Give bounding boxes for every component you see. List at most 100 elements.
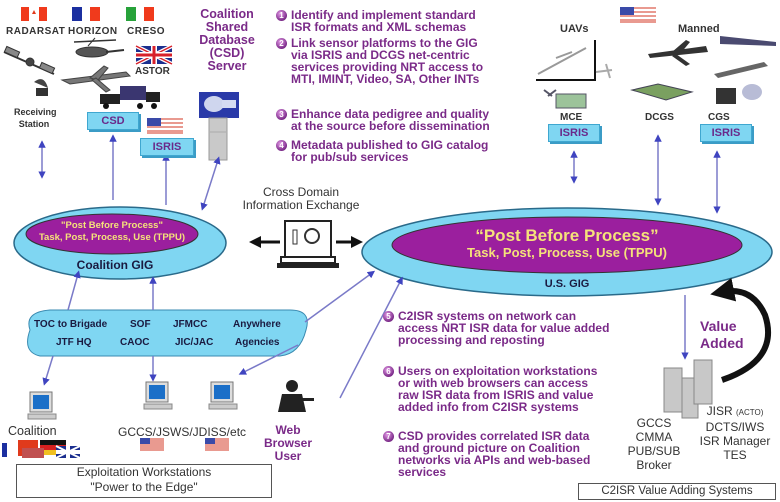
uav-icon	[536, 40, 613, 81]
exploitation-workstations-box: Exploitation Workstations "Power to the …	[16, 464, 272, 498]
c2isr-systems-left: GCCS CMMA PUB/SUB Broker	[624, 416, 684, 472]
csd-title-line: Database	[199, 33, 255, 47]
france-flag-icon	[72, 7, 100, 21]
receiving-dish-icon	[34, 79, 48, 96]
user-node: Agencies	[235, 337, 280, 348]
step-6: 6 Users on exploitation workstations or …	[383, 365, 597, 413]
us-flag-icon	[205, 438, 229, 451]
user-node: JFMCC	[173, 319, 208, 330]
step-4: 4 Metadata published to GIG catalog for …	[276, 139, 488, 163]
system-name: TES	[723, 448, 747, 462]
coalition-workstation-icon	[27, 391, 57, 420]
step-5: 5 C2ISR systems on network can access NR…	[383, 310, 609, 346]
csd-server-title: Coalition Shared Database (CSD) Server	[192, 8, 262, 73]
us-gig-tagline: “Post Before Process” Task, Post, Proces…	[400, 226, 734, 261]
box-subtitle: "Power to the Edge"	[90, 480, 198, 494]
step-text-line: CSD provides correlated ISR data	[398, 429, 590, 443]
post-before-process-text: “Post Before Process”	[475, 226, 659, 245]
user-node: CAOC	[120, 337, 150, 348]
step-text-line: ISR formats and XML schemas	[291, 20, 467, 34]
dcgs-label: DCGS	[645, 112, 674, 123]
csd-server-icon	[199, 92, 239, 161]
user-node: Anywhere	[233, 319, 281, 330]
gccs-workstation-label: GCCS/JSWS/JDISS/etc	[118, 425, 247, 439]
step-text-line: MTI, IMINT, Video, SA, Other INTs	[291, 72, 480, 86]
user-node: TOC to Brigade	[34, 319, 108, 330]
step-3: 3 Enhance data pedigree and quality at t…	[276, 108, 490, 132]
user-node: SOF	[130, 319, 151, 330]
manned-aircraft-icon	[648, 36, 776, 78]
manned-label: Manned	[678, 23, 720, 35]
coalition-gig-ellipse	[13, 206, 227, 280]
csd-box: CSD	[87, 112, 139, 130]
user-node: JTF HQ	[56, 337, 92, 348]
step-text-line: or with web browsers can access	[398, 376, 589, 390]
step-2: 2 Link sensor platforms to the GIG via I…	[276, 37, 483, 85]
step-text-line: added info from C2ISR systems	[398, 400, 579, 414]
step-text-line: C2ISR systems on network can	[398, 309, 577, 323]
italy-flag-icon	[126, 7, 154, 21]
step-text-line: access NRT ISR data for value added	[398, 321, 610, 335]
c2isr-value-adding-box: C2ISR Value Adding Systems	[578, 483, 776, 500]
step-number-badge: 2	[276, 38, 287, 49]
web-browser-user-label: Web Browser User	[262, 424, 314, 463]
step-text-line: Users on exploitation workstations	[398, 364, 598, 378]
step-text-line: and ground picture on Coalition	[398, 441, 580, 455]
us-flag-icon	[147, 118, 183, 134]
system-name: DCTS/IWS	[705, 420, 765, 434]
isris-box-mce: ISRIS	[548, 124, 600, 142]
cross-domain-line: Information Exchange	[242, 198, 360, 212]
cross-domain-line: Cross Domain	[262, 185, 340, 199]
aircraft-icon	[60, 65, 132, 93]
receiving-label-line: Receiving	[14, 107, 57, 117]
coalition-workstation-label: Coalition	[8, 424, 57, 438]
canada-flag-icon	[21, 7, 47, 21]
uk-flag-icon	[135, 44, 173, 66]
step-7: 7 CSD provides correlated ISR data and g…	[383, 430, 590, 478]
step-text-line: services providing NRT access to	[291, 60, 484, 74]
step-text-line: via ISRIS and DCGS net-centric	[291, 48, 470, 62]
cgs-station-icon	[716, 84, 762, 104]
step-number-badge: 3	[276, 109, 287, 120]
web-user-line: Web	[275, 423, 301, 437]
us-gig-ellipse	[361, 207, 773, 297]
csd-title-line: (CSD)	[209, 46, 245, 60]
system-name: Broker	[636, 458, 672, 472]
csd-title-line: Server	[207, 59, 247, 73]
step-number-badge: 4	[276, 140, 287, 151]
us-flag-icon	[140, 438, 164, 451]
tppu-text: Task, Post, Process, Use (TPPU)	[38, 232, 186, 243]
system-name: CMMA	[635, 430, 673, 444]
isris-box-cgs: ISRIS	[700, 124, 752, 142]
step-text-line: Enhance data pedigree and quality	[291, 107, 490, 121]
cross-domain-guard-icon	[249, 220, 363, 268]
csd-title-line: Coalition	[200, 7, 254, 21]
coalition-flags-icon	[2, 440, 81, 459]
step-number-badge: 5	[383, 311, 394, 322]
station-label-line: Station	[18, 119, 50, 129]
web-user-line: User	[274, 449, 302, 463]
web-user-line: Browser	[263, 436, 313, 450]
step-text-line: for pub/sub services	[291, 150, 409, 164]
horizon-label: HORIZON	[68, 26, 118, 37]
added-line: Added	[700, 335, 744, 351]
value-line: Value	[700, 318, 737, 334]
csd-title-line: Shared	[205, 20, 249, 34]
isris-box-coalition: ISRIS	[140, 138, 194, 156]
mce-label: MCE	[560, 112, 583, 123]
web-browser-user-icon	[278, 380, 314, 412]
system-name: ISR Manager	[699, 434, 771, 448]
cross-domain-label: Cross Domain Information Exchange	[226, 186, 376, 212]
coalition-gig-label: Coalition GIG	[76, 258, 154, 272]
uavs-label: UAVs	[560, 23, 589, 35]
value-added-curve-arrow	[710, 277, 772, 383]
jdiss-workstation-icon	[208, 381, 238, 410]
gccs-workstation-icon	[143, 381, 173, 410]
step-text-line: networks via APIs and web-based	[398, 453, 591, 467]
step-number-badge: 6	[383, 366, 394, 377]
value-added-label: Value Added	[700, 318, 744, 352]
data-flow-arrows	[38, 134, 721, 399]
step-text-line: Link sensor platforms to the GIG	[291, 36, 478, 50]
step-text-line: Metadata published to GIG catalog	[291, 138, 489, 152]
